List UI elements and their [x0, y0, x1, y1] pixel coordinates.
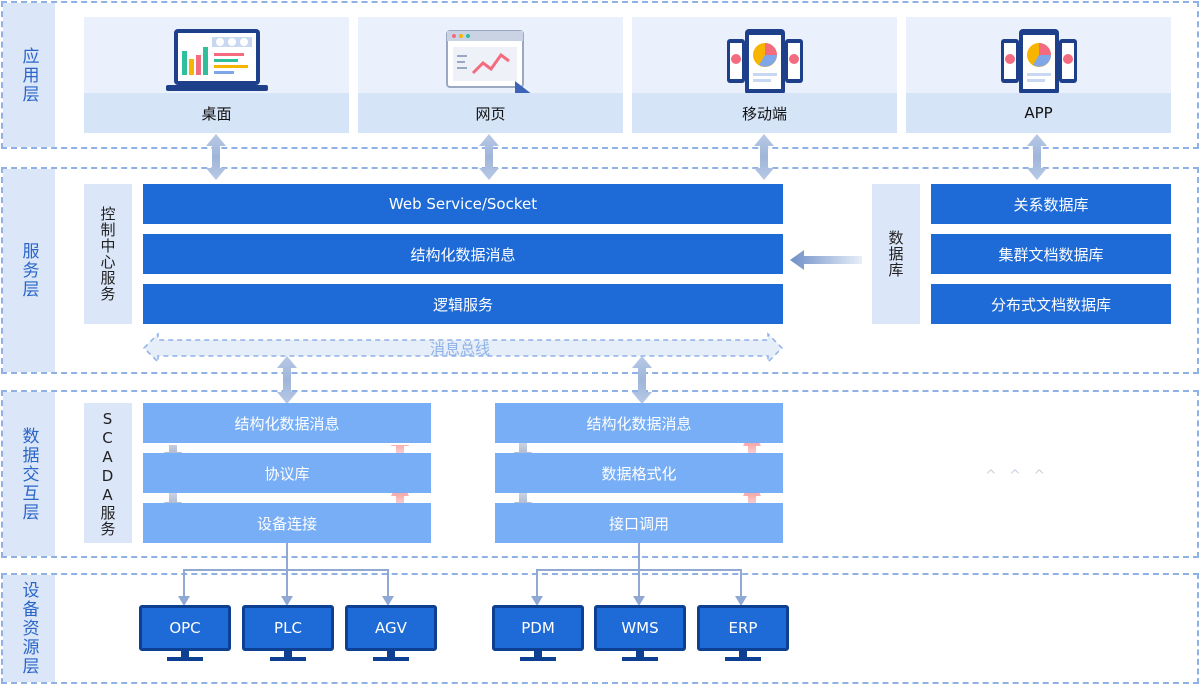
monitor-icon: OPC [139, 605, 231, 651]
device-plc[interactable]: PLC [242, 605, 334, 663]
right-stack-label: 数据格式化 [601, 464, 677, 483]
right-stack-label: 结构化数据消息 [586, 414, 692, 433]
right-stack-structured-message[interactable]: 结构化数据消息 [495, 403, 783, 443]
db-distributed-document[interactable]: 分布式文档数据库 [931, 284, 1171, 324]
device-opc[interactable]: OPC [139, 605, 231, 663]
monitor-base [622, 657, 658, 661]
app-card-web[interactable]: 网页 [358, 17, 623, 133]
left-arrow-icon [790, 250, 862, 270]
right-stack-interface-call[interactable]: 接口调用 [495, 503, 783, 543]
monitor-base [270, 657, 306, 661]
device-label: PLC [274, 619, 302, 637]
monitor-stand [534, 651, 542, 657]
monitor-base [520, 657, 556, 661]
data-layer-frame [1, 390, 1199, 558]
app-layer-frame [1, 1, 1199, 149]
app-card-desktop[interactable]: 桌面 [84, 17, 349, 133]
app-card-mobile[interactable]: 移动端 [632, 17, 897, 133]
more-ellipsis: ^ ^ ^ [985, 468, 1050, 484]
control-center-label: 控制中心服务 [84, 184, 132, 324]
device-agv[interactable]: AGV [345, 605, 437, 663]
device-wms[interactable]: WMS [594, 605, 686, 663]
monitor-base [373, 657, 409, 661]
db-relational[interactable]: 关系数据库 [931, 184, 1171, 224]
device-pdm[interactable]: PDM [492, 605, 584, 663]
device-label: PDM [521, 619, 555, 637]
monitor-icon: ERP [697, 605, 789, 651]
device-label: AGV [375, 619, 407, 637]
device-label: OPC [169, 619, 201, 637]
left-stack-label: 结构化数据消息 [234, 414, 340, 433]
message-bus-arrow [142, 332, 784, 364]
device-layer-frame [1, 573, 1199, 684]
monitor-icon: PDM [492, 605, 584, 651]
monitor-stand [636, 651, 644, 657]
data-layer-label: 数据交互层 [3, 392, 55, 556]
device-layer-label: 设备资源层 [3, 575, 55, 682]
service-bar-structured-message[interactable]: 结构化数据消息 [143, 234, 783, 274]
app-card-label: 桌面 [84, 93, 349, 133]
device-label: ERP [728, 619, 758, 637]
device-label: WMS [621, 619, 659, 637]
monitor-base [725, 657, 761, 661]
app-layer-label: 应用层 [3, 3, 55, 147]
app-card-app[interactable]: APP [906, 17, 1171, 133]
monitor-icon: PLC [242, 605, 334, 651]
app-card-label: APP [906, 93, 1171, 133]
right-stack-label: 接口调用 [608, 514, 669, 533]
left-stack-device-connection[interactable]: 设备连接 [143, 503, 431, 543]
monitor-icon: WMS [594, 605, 686, 651]
browser-chart-icon [443, 25, 539, 105]
db-cluster-document[interactable]: 集群文档数据库 [931, 234, 1171, 274]
monitor-icon: AGV [345, 605, 437, 651]
double-arrow-icon [206, 134, 1047, 180]
service-layer-frame [1, 167, 1199, 374]
monitor-stand [284, 651, 292, 657]
service-bar-logic[interactable]: 逻辑服务 [143, 284, 783, 324]
device-connector [183, 543, 742, 600]
right-stack-data-format[interactable]: 数据格式化 [495, 453, 783, 493]
left-stack-label: 协议库 [264, 464, 310, 483]
service-bar-websocket[interactable]: Web Service/Socket [143, 184, 783, 224]
app-pie-chart-icon [999, 25, 1079, 101]
app-card-label: 网页 [358, 93, 623, 133]
scada-label: SCADA服务 [84, 403, 132, 543]
left-stack-label: 设备连接 [256, 514, 317, 533]
monitor-stand [739, 651, 747, 657]
service-layer-label: 服务层 [3, 169, 55, 372]
left-stack-protocol[interactable]: 协议库 [143, 453, 431, 493]
divider [143, 443, 431, 445]
monitor-stand [387, 651, 395, 657]
message-bus-label: 消息总线 [430, 340, 491, 358]
database-label: 数据库 [872, 184, 920, 324]
device-erp[interactable]: ERP [697, 605, 789, 663]
double-arrow-icon [277, 356, 652, 404]
left-stack-structured-message[interactable]: 结构化数据消息 [143, 403, 431, 445]
mobile-pie-chart-icon [725, 25, 805, 101]
down-arrow-icon [178, 596, 747, 606]
monitor-base [167, 657, 203, 661]
laptop-dashboard-icon [162, 25, 272, 101]
monitor-stand [181, 651, 189, 657]
app-card-label: 移动端 [632, 93, 897, 133]
